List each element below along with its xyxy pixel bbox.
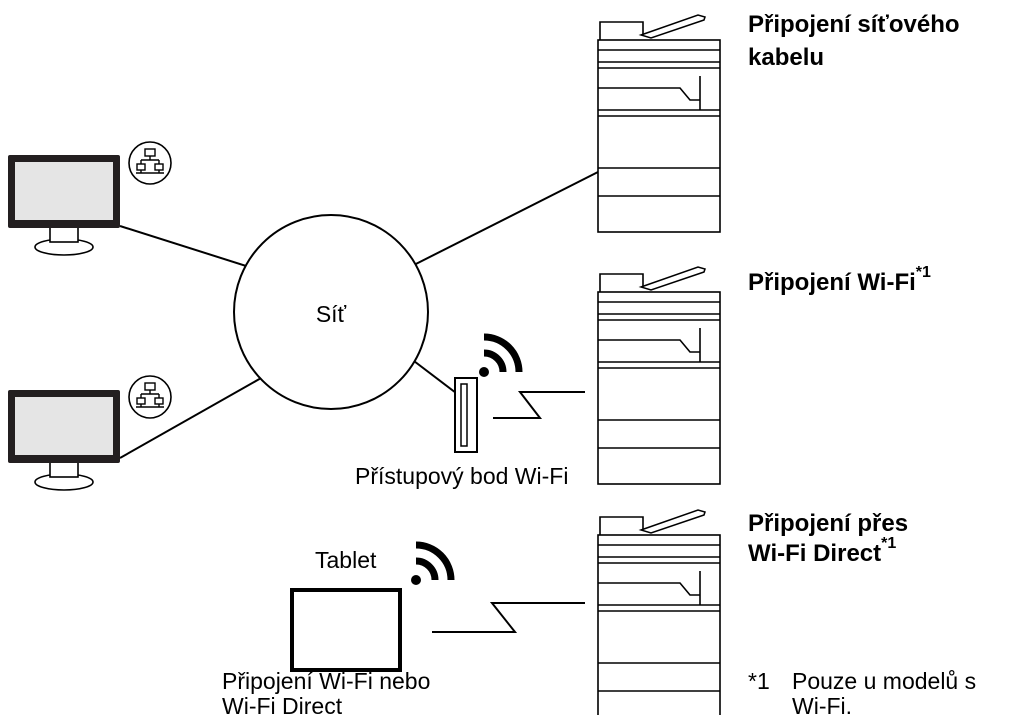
monitor-neck [49,226,79,243]
network-label: Síť [316,301,347,327]
lan-links [136,156,164,174]
tablet-caption-line-1: Připojení Wi-Fi nebo [222,668,430,694]
monitor-icon [8,155,120,256]
connection-cable-title-line-2: kabelu [748,44,824,71]
connection-direct-title-text: Wi-Fi Direct [748,540,881,567]
lan-icon [128,375,172,419]
access-point-icon [454,377,478,453]
tablet-icon [290,588,402,672]
lan-node [136,397,146,405]
monitor-screen [15,162,113,220]
wifi-arc [415,557,439,581]
printer-wifi [597,266,721,485]
footnote-marker: *1 [748,668,770,694]
wifi-arc [483,349,507,373]
wifi-arc [415,541,455,581]
lan-links [136,390,164,408]
monitor-icon [8,390,120,491]
wifi-dot [411,575,421,585]
monitor-screen [15,397,113,455]
access-point-body [454,377,478,453]
connection-direct-note: *1 [881,535,896,552]
lan-node [136,163,146,171]
cable-access-point [409,357,461,397]
wireless-link-access-point [493,391,585,419]
connection-wifi-note: *1 [916,264,931,281]
cable-computer-2 [119,372,271,459]
wifi-icon [411,541,455,585]
connection-wifi-title-text: Připojení Wi-Fi [748,269,916,296]
footnote-line-2: Wi-Fi. [792,693,852,715]
wifi-arc [483,333,523,373]
access-point-panel [460,383,468,447]
connection-direct-title-line-1: Připojení přes [748,510,908,537]
lan-icon [128,141,172,185]
network-circle [233,214,429,410]
wifi-dot [479,367,489,377]
wifi-icon [479,333,523,377]
lan-node [154,163,164,171]
printer-network-cable [597,14,721,233]
connection-direct-title-line-2: Wi-Fi Direct*1 [748,535,896,567]
cable-printer [399,171,599,273]
cable-computer-1 [119,225,263,272]
access-point-label: Přístupový bod Wi-Fi [355,463,568,489]
tablet-caption-line-2: Wi-Fi Direct [222,693,343,715]
wireless-link-tablet [432,602,585,633]
printer-wifi-direct [597,509,721,715]
lan-node [154,397,164,405]
connection-cable-title-line-1: Připojení síťového [748,11,960,38]
lan-icon-circle [128,375,172,419]
connection-wifi-title: Připojení Wi-Fi*1 [748,264,931,296]
monitor-neck [49,461,79,478]
footnote-line-1: Pouze u modelů s [792,668,976,694]
tablet-label: Tablet [315,547,377,573]
